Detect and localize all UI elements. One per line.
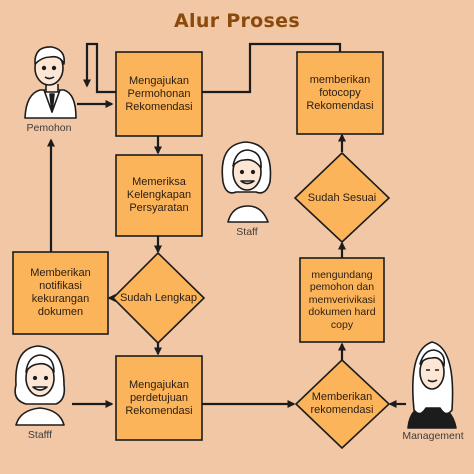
box-memeriksa-kelengkapan	[115, 154, 203, 237]
actor-management-label: Management	[402, 430, 464, 442]
diamond-memberikan-rekomendasi	[294, 358, 391, 450]
box-mengajukan-rekomendasi	[115, 51, 203, 137]
actor-staff-label: Staff	[236, 226, 258, 238]
management-avatar	[407, 341, 457, 429]
diamond-sudah-sesuai	[293, 151, 391, 244]
diagram-title: Alur Proses	[174, 10, 300, 32]
stafff-avatar	[14, 345, 66, 426]
box-memberikan-fotocopy	[296, 51, 384, 135]
box-memberikan-notifikasi	[12, 251, 109, 335]
actor-pemohon-label: Pemohon	[26, 122, 72, 134]
staff-avatar	[221, 141, 272, 223]
pemohon-avatar	[24, 46, 77, 119]
diamond-sudah-lengkap	[111, 251, 206, 345]
box-mengundang-pemohon	[299, 257, 385, 343]
box-mengajukan-perdetujuan	[115, 355, 203, 441]
actor-stafff-label: Stafff	[27, 429, 53, 441]
